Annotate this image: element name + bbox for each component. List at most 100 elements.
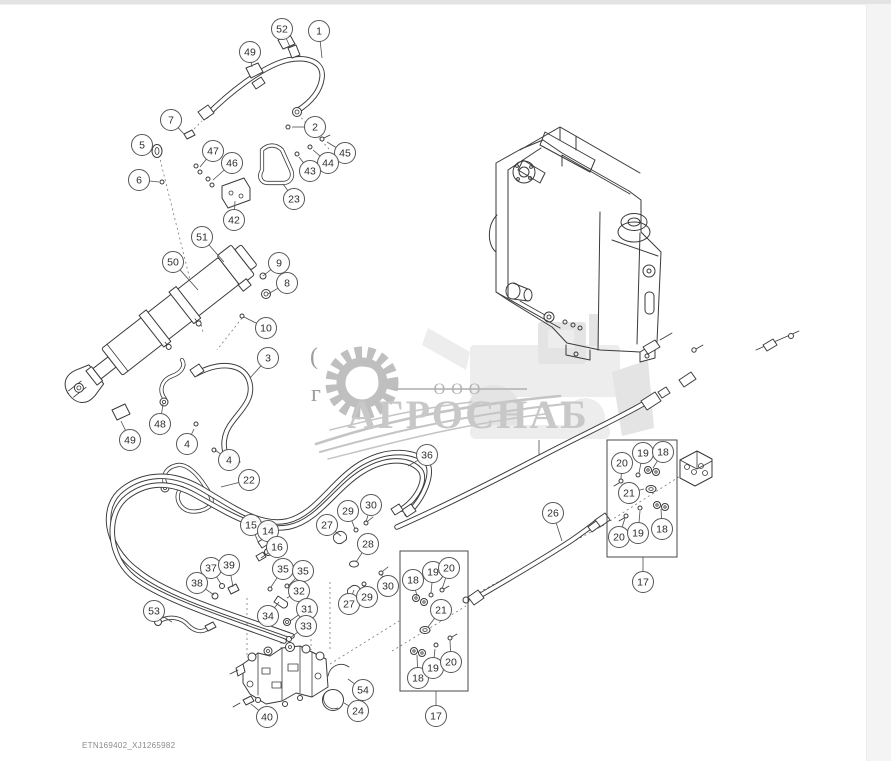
watermark-company-name: АГРОСНАБ (347, 392, 588, 437)
gear-watermark-icon (325, 346, 399, 420)
svg-text:20: 20 (443, 563, 455, 575)
callout-40: 40 (250, 703, 278, 728)
svg-text:14: 14 (262, 526, 274, 538)
bolt-40 (242, 695, 255, 706)
svg-text:18: 18 (657, 447, 669, 459)
svg-text:17: 17 (430, 711, 442, 723)
callout-18: 18 (652, 441, 674, 469)
callout-20: 20 (611, 452, 633, 480)
hose-3 (189, 364, 251, 468)
svg-text:50: 50 (167, 257, 179, 269)
callout-3: 3 (249, 347, 279, 379)
callout-18: 18 (651, 508, 673, 540)
svg-text:24: 24 (352, 706, 364, 718)
svg-text:37: 37 (205, 563, 217, 575)
svg-text:49: 49 (244, 47, 256, 59)
callout-54: 54 (347, 678, 374, 701)
grommet-5 (151, 144, 163, 158)
callout-34: 34 (257, 601, 280, 627)
svg-text:27: 27 (321, 520, 333, 532)
svg-text:23: 23 (288, 194, 300, 206)
callout-38: 38 (186, 572, 215, 596)
callout-2: 2 (292, 116, 326, 138)
svg-text:34: 34 (262, 611, 274, 623)
callout-20: 20 (608, 517, 630, 548)
callout-18: 18 (402, 569, 424, 597)
callout-28: 28 (355, 533, 379, 563)
callout-16: 16 (260, 536, 288, 559)
svg-text:46: 46 (226, 158, 238, 170)
callout-33: 33 (289, 615, 317, 639)
svg-text:45: 45 (339, 148, 351, 160)
svg-text:53: 53 (148, 606, 160, 618)
callout-19: 19 (627, 510, 649, 544)
callout-19: 19 (632, 442, 654, 474)
svg-text:43: 43 (304, 166, 316, 178)
callout-23: 23 (282, 183, 305, 210)
svg-text:39: 39 (223, 560, 235, 572)
callout-4: 4 (214, 449, 240, 471)
hose-1 (197, 59, 322, 121)
callout-43: 43 (298, 156, 321, 182)
image-id-caption: ETN169402_XJ1265982 (82, 741, 176, 750)
hydraulic-tank-drawing (488, 126, 662, 363)
hose-26 (462, 512, 611, 606)
top-edge-strip (0, 0, 891, 5)
svg-text:5: 5 (139, 140, 145, 152)
svg-text:19: 19 (427, 663, 439, 675)
kit-box-bottom (399, 550, 469, 692)
svg-text:20: 20 (613, 532, 625, 544)
tube-48 (160, 360, 183, 407)
clamp-27a (332, 530, 348, 545)
callout-27: 27 (316, 514, 342, 537)
svg-text:10: 10 (260, 323, 272, 335)
callout-7: 7 (160, 109, 185, 135)
callout-39: 39 (218, 554, 240, 588)
callout-21: 21 (618, 482, 645, 504)
fastener-10 (239, 313, 245, 319)
svg-text:54: 54 (357, 685, 369, 697)
elbow-34 (273, 595, 289, 609)
svg-text:8: 8 (284, 278, 290, 290)
svg-text:18: 18 (407, 575, 419, 587)
bolt-2 (285, 124, 291, 130)
svg-text:29: 29 (361, 592, 373, 604)
svg-text:48: 48 (154, 419, 166, 431)
svg-text:35: 35 (277, 564, 289, 576)
callout-5: 5 (131, 134, 154, 156)
watermark-fragment-2: г (311, 381, 321, 407)
svg-text:17: 17 (637, 577, 649, 589)
svg-text:3: 3 (265, 353, 271, 365)
control-valve-drawing (229, 642, 329, 707)
strap-54 (327, 664, 350, 677)
svg-text:36: 36 (421, 450, 433, 462)
callout-20: 20 (440, 639, 462, 673)
svg-text:31: 31 (301, 604, 313, 616)
hose-25 (397, 330, 800, 527)
svg-text:33: 33 (300, 621, 312, 633)
svg-text:44: 44 (322, 158, 334, 170)
callout-31: 31 (289, 598, 318, 622)
callout-4: 4 (176, 428, 198, 455)
watermark: ООО АГРОСНАБ ( г (310, 314, 654, 460)
svg-text:30: 30 (382, 581, 394, 593)
callout-29: 29 (337, 500, 359, 530)
callout-53: 53 (143, 600, 173, 623)
svg-text:26: 26 (547, 508, 559, 520)
svg-text:38: 38 (191, 578, 203, 590)
bracket-42 (221, 177, 251, 209)
svg-text:29: 29 (342, 506, 354, 518)
svg-text:15: 15 (245, 520, 257, 532)
svg-text:6: 6 (136, 175, 142, 187)
svg-text:7: 7 (168, 115, 174, 127)
callout-10: 10 (243, 316, 277, 339)
svg-text:47: 47 (207, 146, 219, 158)
callout-30: 30 (377, 573, 399, 597)
watermark-swoosh (314, 388, 566, 460)
connector-block (679, 450, 713, 487)
callout-46: 46 (212, 152, 243, 181)
pin-7 (183, 129, 196, 140)
svg-text:9: 9 (276, 258, 282, 270)
callout-47: 47 (199, 140, 224, 168)
